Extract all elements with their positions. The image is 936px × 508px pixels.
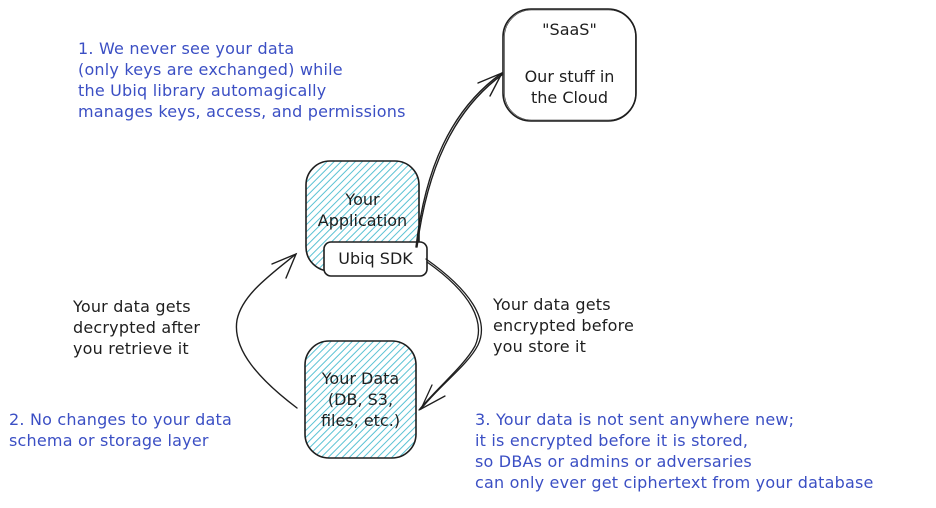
saas-box[interactable] xyxy=(502,8,637,122)
arrowhead xyxy=(477,71,504,97)
saas-body: Our stuff in the Cloud xyxy=(524,67,615,107)
saas-title: "SaaS" xyxy=(542,20,597,39)
sdk-label: Ubiq SDK xyxy=(338,249,413,268)
data-box[interactable] xyxy=(304,340,417,459)
note-2: 2. No changes to your data schema or sto… xyxy=(9,410,232,450)
decrypt-label: Your data gets decrypted after you retri… xyxy=(73,297,201,358)
arrow-sdk-to-saas xyxy=(415,71,504,248)
note-3: 3. Your data is not sent anywhere new; i… xyxy=(475,410,874,492)
saas-box-sketch xyxy=(504,9,636,121)
arrow-decrypt xyxy=(235,252,298,409)
arrow-encrypt xyxy=(418,258,483,411)
application-label: Your Application xyxy=(317,190,408,230)
data-label: Your Data (DB, S3, files, etc.) xyxy=(320,369,401,430)
note-1: 1. We never see your data (only keys are… xyxy=(78,39,406,121)
encrypt-label: Your data gets encrypted before you stor… xyxy=(493,295,635,356)
arrowhead xyxy=(419,384,446,411)
arrowhead xyxy=(271,252,298,279)
